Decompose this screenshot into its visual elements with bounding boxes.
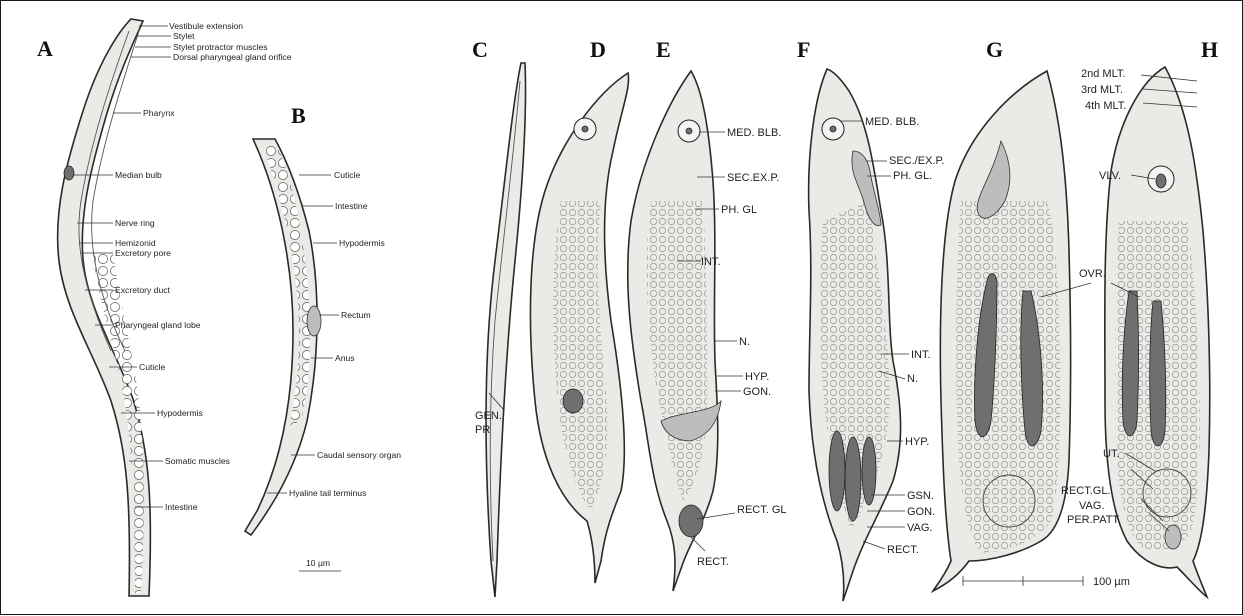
scale-label-g: 100 µm <box>1093 576 1130 588</box>
panel-d: D <box>530 37 628 583</box>
label-anus: Anus <box>335 353 355 363</box>
label-gen: GEN. <box>475 410 502 422</box>
label-caudal-sensory-organ: Caudal sensory organ <box>317 450 401 460</box>
label-excretory-pore: Excretory pore <box>115 248 171 258</box>
panel-f: F MED. BLB. SEC./EX.P. PH. GL. INT. N. H… <box>797 37 944 601</box>
panel-letter-c: C <box>472 37 488 62</box>
label-vag-h: VAG. <box>1079 500 1104 512</box>
label-ut: UT. <box>1103 448 1120 460</box>
label-pharyngeal-gland-lobe: Pharyngeal gland lobe <box>115 320 201 330</box>
label-pharynx: Pharynx <box>143 108 175 118</box>
label-hypodermis-b: Hypodermis <box>339 238 385 248</box>
label-med-blb-e: MED. BLB. <box>727 127 781 139</box>
panel-e: E MED. BLB. SEC.EX.P. PH. GL INT. N. HYP… <box>628 37 787 591</box>
label-pr: PR <box>475 424 490 436</box>
label-int-e: INT. <box>701 256 721 268</box>
label-ph-gl-f: PH. GL. <box>893 170 932 182</box>
label-2nd-mlt: 2nd MLT. <box>1081 68 1125 80</box>
label-rect-gl-h: RECT.GL. <box>1061 485 1111 497</box>
label-vlv: VLV. <box>1099 170 1121 182</box>
label-gon-f: GON. <box>907 506 935 518</box>
label-hyaline-tail-terminus: Hyaline tail terminus <box>289 488 366 498</box>
label-vestibule-extension: Vestibule extension <box>169 21 243 31</box>
label-stylet: Stylet <box>173 31 195 41</box>
label-3rd-mlt: 3rd MLT. <box>1081 84 1123 96</box>
label-excretory-duct: Excretory duct <box>115 285 171 295</box>
panel-letter-b: B <box>291 103 306 128</box>
panel-b: B Cuticle Intestine Hypodermis Rectum An… <box>245 103 401 571</box>
panel-letter-d: D <box>590 37 606 62</box>
label-intestine-b: Intestine <box>335 201 368 211</box>
label-dorsal-pharyngeal-gland-orifice: Dorsal pharyngeal gland orifice <box>173 52 292 62</box>
panel-letter-a: A <box>37 36 53 61</box>
label-vag-f: VAG. <box>907 522 932 534</box>
panel-c: C GEN. PR <box>472 37 526 597</box>
label-hemizonid: Hemizonid <box>115 238 156 248</box>
median-bulb-a <box>64 166 74 180</box>
label-somatic-muscles: Somatic muscles <box>165 456 230 466</box>
label-rect-f: RECT. <box>887 544 919 556</box>
label-ovr: OVR. <box>1079 268 1106 280</box>
label-nerve-ring: Nerve ring <box>115 218 155 228</box>
label-4th-mlt: 4th MLT. <box>1085 100 1126 112</box>
label-n-e: N. <box>739 336 750 348</box>
panel-letter-g: G <box>986 37 1003 62</box>
panel-a: A Vestibule extension Stylet Stylet pr <box>37 19 292 596</box>
label-med-blb-f: MED. BLB. <box>865 116 919 128</box>
label-n-f: N. <box>907 373 918 385</box>
label-sec-ex-p-e: SEC.EX.P. <box>727 172 779 184</box>
label-gsn-f: GSN. <box>907 490 934 502</box>
label-median-bulb: Median bulb <box>115 170 162 180</box>
label-int-f: INT. <box>911 349 931 361</box>
label-ph-gl-e: PH. GL <box>721 204 757 216</box>
label-rect-gl-e: RECT. GL <box>737 504 787 516</box>
rectum-b <box>307 306 321 336</box>
label-stylet-protractor-muscles: Stylet protractor muscles <box>173 42 268 52</box>
label-per-patt: PER.PATT. <box>1067 514 1121 526</box>
worm-c-body <box>486 63 525 597</box>
label-cuticle-a: Cuticle <box>139 362 165 372</box>
scale-label-b: 10 µm <box>306 558 330 568</box>
label-cuticle-b: Cuticle <box>334 170 360 180</box>
scale-bar-g <box>963 576 1083 586</box>
label-rectum: Rectum <box>341 310 371 320</box>
panel-letter-h: H <box>1201 37 1218 62</box>
label-hypodermis-a: Hypodermis <box>157 408 203 418</box>
label-rect-e: RECT. <box>697 556 729 568</box>
panel-letter-f: F <box>797 37 810 62</box>
label-intestine-a: Intestine <box>165 502 198 512</box>
label-hyp-e: HYP. <box>745 371 769 383</box>
label-sec-ex-p-f: SEC./EX.P. <box>889 155 944 167</box>
label-hyp-f: HYP. <box>905 436 929 448</box>
label-gon-e: GON. <box>743 386 771 398</box>
panel-letter-e: E <box>656 37 671 62</box>
